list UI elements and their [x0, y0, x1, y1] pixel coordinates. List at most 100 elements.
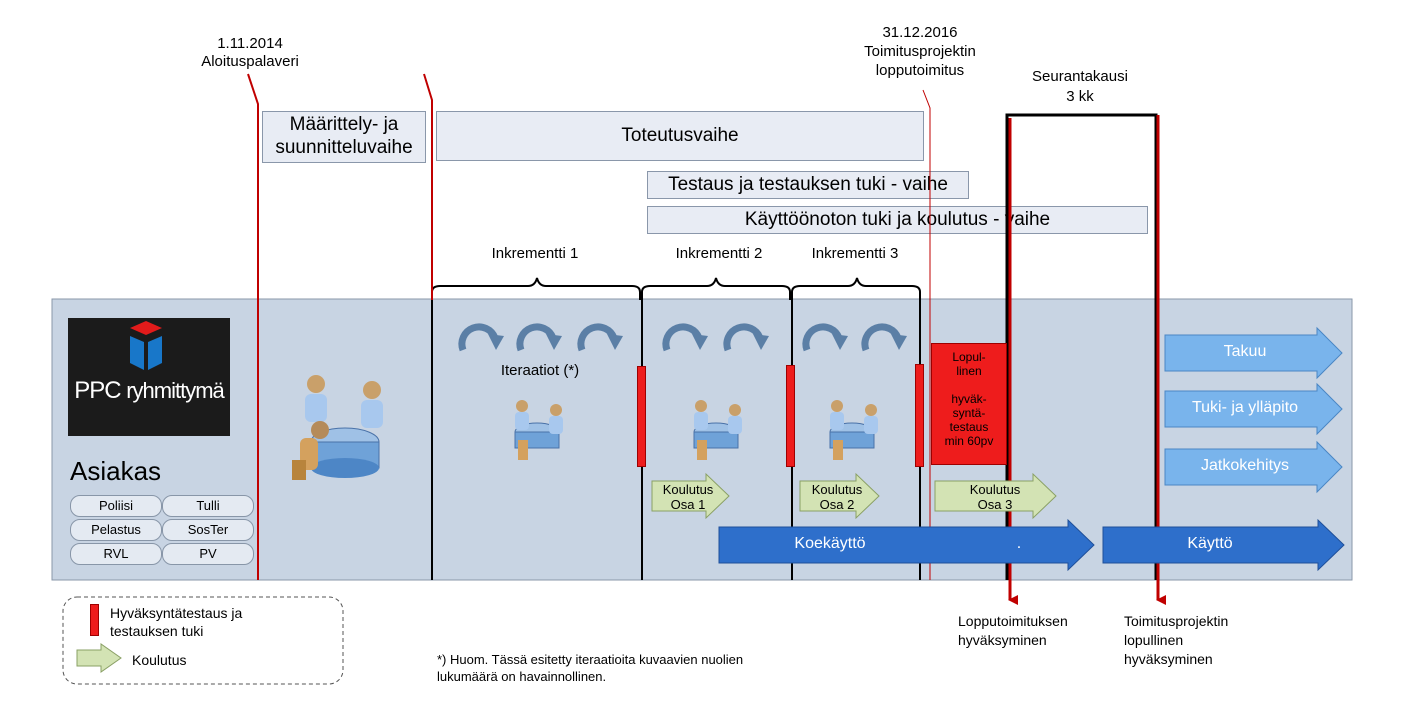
acceptance-test-bar-3	[915, 364, 924, 467]
final-approval-line-1: Toimitusprojektin	[1124, 613, 1229, 629]
meeting-table-icon	[693, 400, 742, 460]
training-arrow-1	[651, 472, 730, 520]
increment-brace-1	[431, 277, 641, 300]
iteration-arrowheads	[488, 334, 907, 350]
delivery-line	[922, 89, 931, 580]
iteration-arrow-icon	[516, 323, 557, 352]
legend-red-text: Hyväksyntätestaus ja testauksen tuki	[110, 604, 242, 640]
support-label: Tuki- ja ylläpito	[1191, 399, 1299, 416]
training-label-1: Koulutus Osa 1	[652, 482, 724, 512]
iteration-arrow-icon	[861, 323, 902, 352]
customer-org-tulli: Tulli	[162, 495, 254, 517]
kickoff-label: Aloituspalaveri	[201, 53, 299, 70]
final-acceptance-line-3: hyväk-	[951, 392, 987, 406]
logo-cube-icon	[130, 321, 162, 370]
use-arrow	[1102, 518, 1345, 572]
training-label-2-line-2: Osa 2	[819, 497, 855, 512]
increment-brace-2	[641, 277, 791, 300]
training-arrow-2	[799, 472, 880, 520]
acceptance-approval-line-1: Lopputoimituksen	[958, 613, 1068, 629]
training-label-1-line-1: Koulutus	[662, 482, 714, 497]
legend-red-line-1: Hyväksyntätestaus ja	[110, 605, 243, 621]
development-label: Jatkokehitys	[1200, 457, 1290, 474]
legend-training-arrow	[76, 643, 122, 673]
acceptance-test-bar-2	[786, 365, 795, 467]
final-approval-label: Toimitusprojektin lopullinen hyväksymine…	[1124, 612, 1228, 669]
legend-frame	[62, 596, 344, 685]
training-label-2-line-1: Koulutus	[811, 482, 863, 497]
kickoff-date: 1.11.2014	[217, 35, 283, 52]
final-approval-line-2: lopullinen	[1124, 632, 1184, 648]
development-arrow	[1164, 440, 1343, 494]
followup-label-2: 3 kk	[1066, 88, 1094, 105]
final-acceptance-test-box: Lopul- linen hyväk- syntä- testaus min 6…	[931, 343, 1007, 465]
phase-definition-line-1: Määrittely- ja	[289, 114, 399, 136]
phase-definition: Määrittely- ja suunnitteluvaihe	[262, 111, 426, 163]
iteration-arrowhead	[832, 334, 848, 350]
trial-dot: .	[1016, 535, 1022, 552]
iteration-arrowhead	[891, 334, 907, 350]
trial-arrow	[718, 518, 1095, 572]
trial-label: Koekäyttö	[794, 535, 866, 552]
final-acceptance-line-4: syntä-	[952, 406, 986, 420]
customer-title: Asiakas	[70, 456, 162, 486]
logo-text-bold: PPC	[74, 377, 121, 404]
delivery-label-2: lopputoimitus	[875, 62, 965, 79]
logo-text: PPC ryhmittymä	[68, 377, 230, 405]
training-label-3: Koulutus Osa 3	[950, 482, 1040, 512]
footnote: *) Huom. Tässä esitetty iteraatioita kuv…	[437, 651, 743, 685]
iteration-arrow-icon	[458, 323, 499, 352]
final-acceptance-line-6: min 60pv	[944, 434, 994, 448]
iteration-arrows	[458, 323, 902, 352]
use-label: Käyttö	[1187, 535, 1233, 552]
phase-implementation: Toteutusvaihe	[436, 111, 924, 161]
iteration-arrow-icon	[577, 323, 618, 352]
acceptance-approval-line-2: hyväksyminen	[958, 632, 1047, 648]
training-label-3-line-1: Koulutus	[969, 482, 1021, 497]
iteration-arrowhead	[488, 334, 504, 350]
final-acceptance-line-1: Lopul-	[952, 350, 986, 364]
phase-deployment: Käyttöönoton tuki ja koulutus - vaihe	[647, 206, 1148, 234]
logo-box	[68, 318, 230, 436]
iteration-arrowhead	[692, 334, 708, 350]
phase-testing: Testaus ja testauksen tuki - vaihe	[647, 171, 969, 199]
followup-label-1: Seurantakausi	[1032, 68, 1128, 85]
training-label-1-line-2: Osa 1	[670, 497, 706, 512]
support-arrow	[1164, 382, 1343, 436]
meeting-table-icon	[829, 400, 878, 460]
logo-text-light: ryhmittymä	[126, 378, 225, 403]
final-acceptance-line-5: testaus	[949, 420, 989, 434]
training-arrow-3	[934, 472, 1057, 520]
legend-training-text: Koulutus	[132, 652, 187, 668]
legend-red-bar	[90, 604, 99, 636]
iteration-arrowhead	[546, 334, 562, 350]
warranty-arrow	[1164, 326, 1343, 380]
iteration-arrowhead	[607, 334, 623, 350]
meeting-table-icon	[292, 375, 383, 480]
increment-label-1: Inkrementti 1	[491, 245, 579, 262]
customer-org-soster: SosTer	[162, 519, 254, 541]
iteration-arrow-icon	[662, 323, 703, 352]
acceptance-test-bar-1	[637, 366, 646, 467]
kickoff-line	[247, 73, 259, 580]
followup-bracket	[1005, 113, 1158, 580]
legend-red-line-2: testauksen tuki	[110, 623, 204, 639]
warranty-label: Takuu	[1223, 343, 1267, 360]
customer-org-pv: PV	[162, 543, 254, 565]
final-acceptance-line-2: linen	[956, 364, 982, 378]
training-label-3-line-2: Osa 3	[977, 497, 1013, 512]
meeting-table-icon	[514, 400, 563, 460]
final-approval-line-3: hyväksyminen	[1124, 651, 1213, 667]
footnote-line-2: lukumäärä on havainnollinen.	[437, 669, 607, 684]
iterations-label: Iteraatiot (*)	[500, 362, 580, 379]
iteration-arrow-icon	[723, 323, 764, 352]
phase-boundary-line	[423, 73, 433, 300]
training-label-2: Koulutus Osa 2	[800, 482, 874, 512]
delivery-label-1: Toimitusprojektin	[864, 43, 976, 60]
customer-org-rvl: RVL	[70, 543, 162, 565]
iteration-arrowhead	[753, 334, 769, 350]
phase-definition-line-2: suunnitteluvaihe	[275, 137, 413, 158]
increment-label-3: Inkrementti 3	[811, 245, 899, 262]
customer-org-poliisi: Poliisi	[70, 495, 162, 517]
